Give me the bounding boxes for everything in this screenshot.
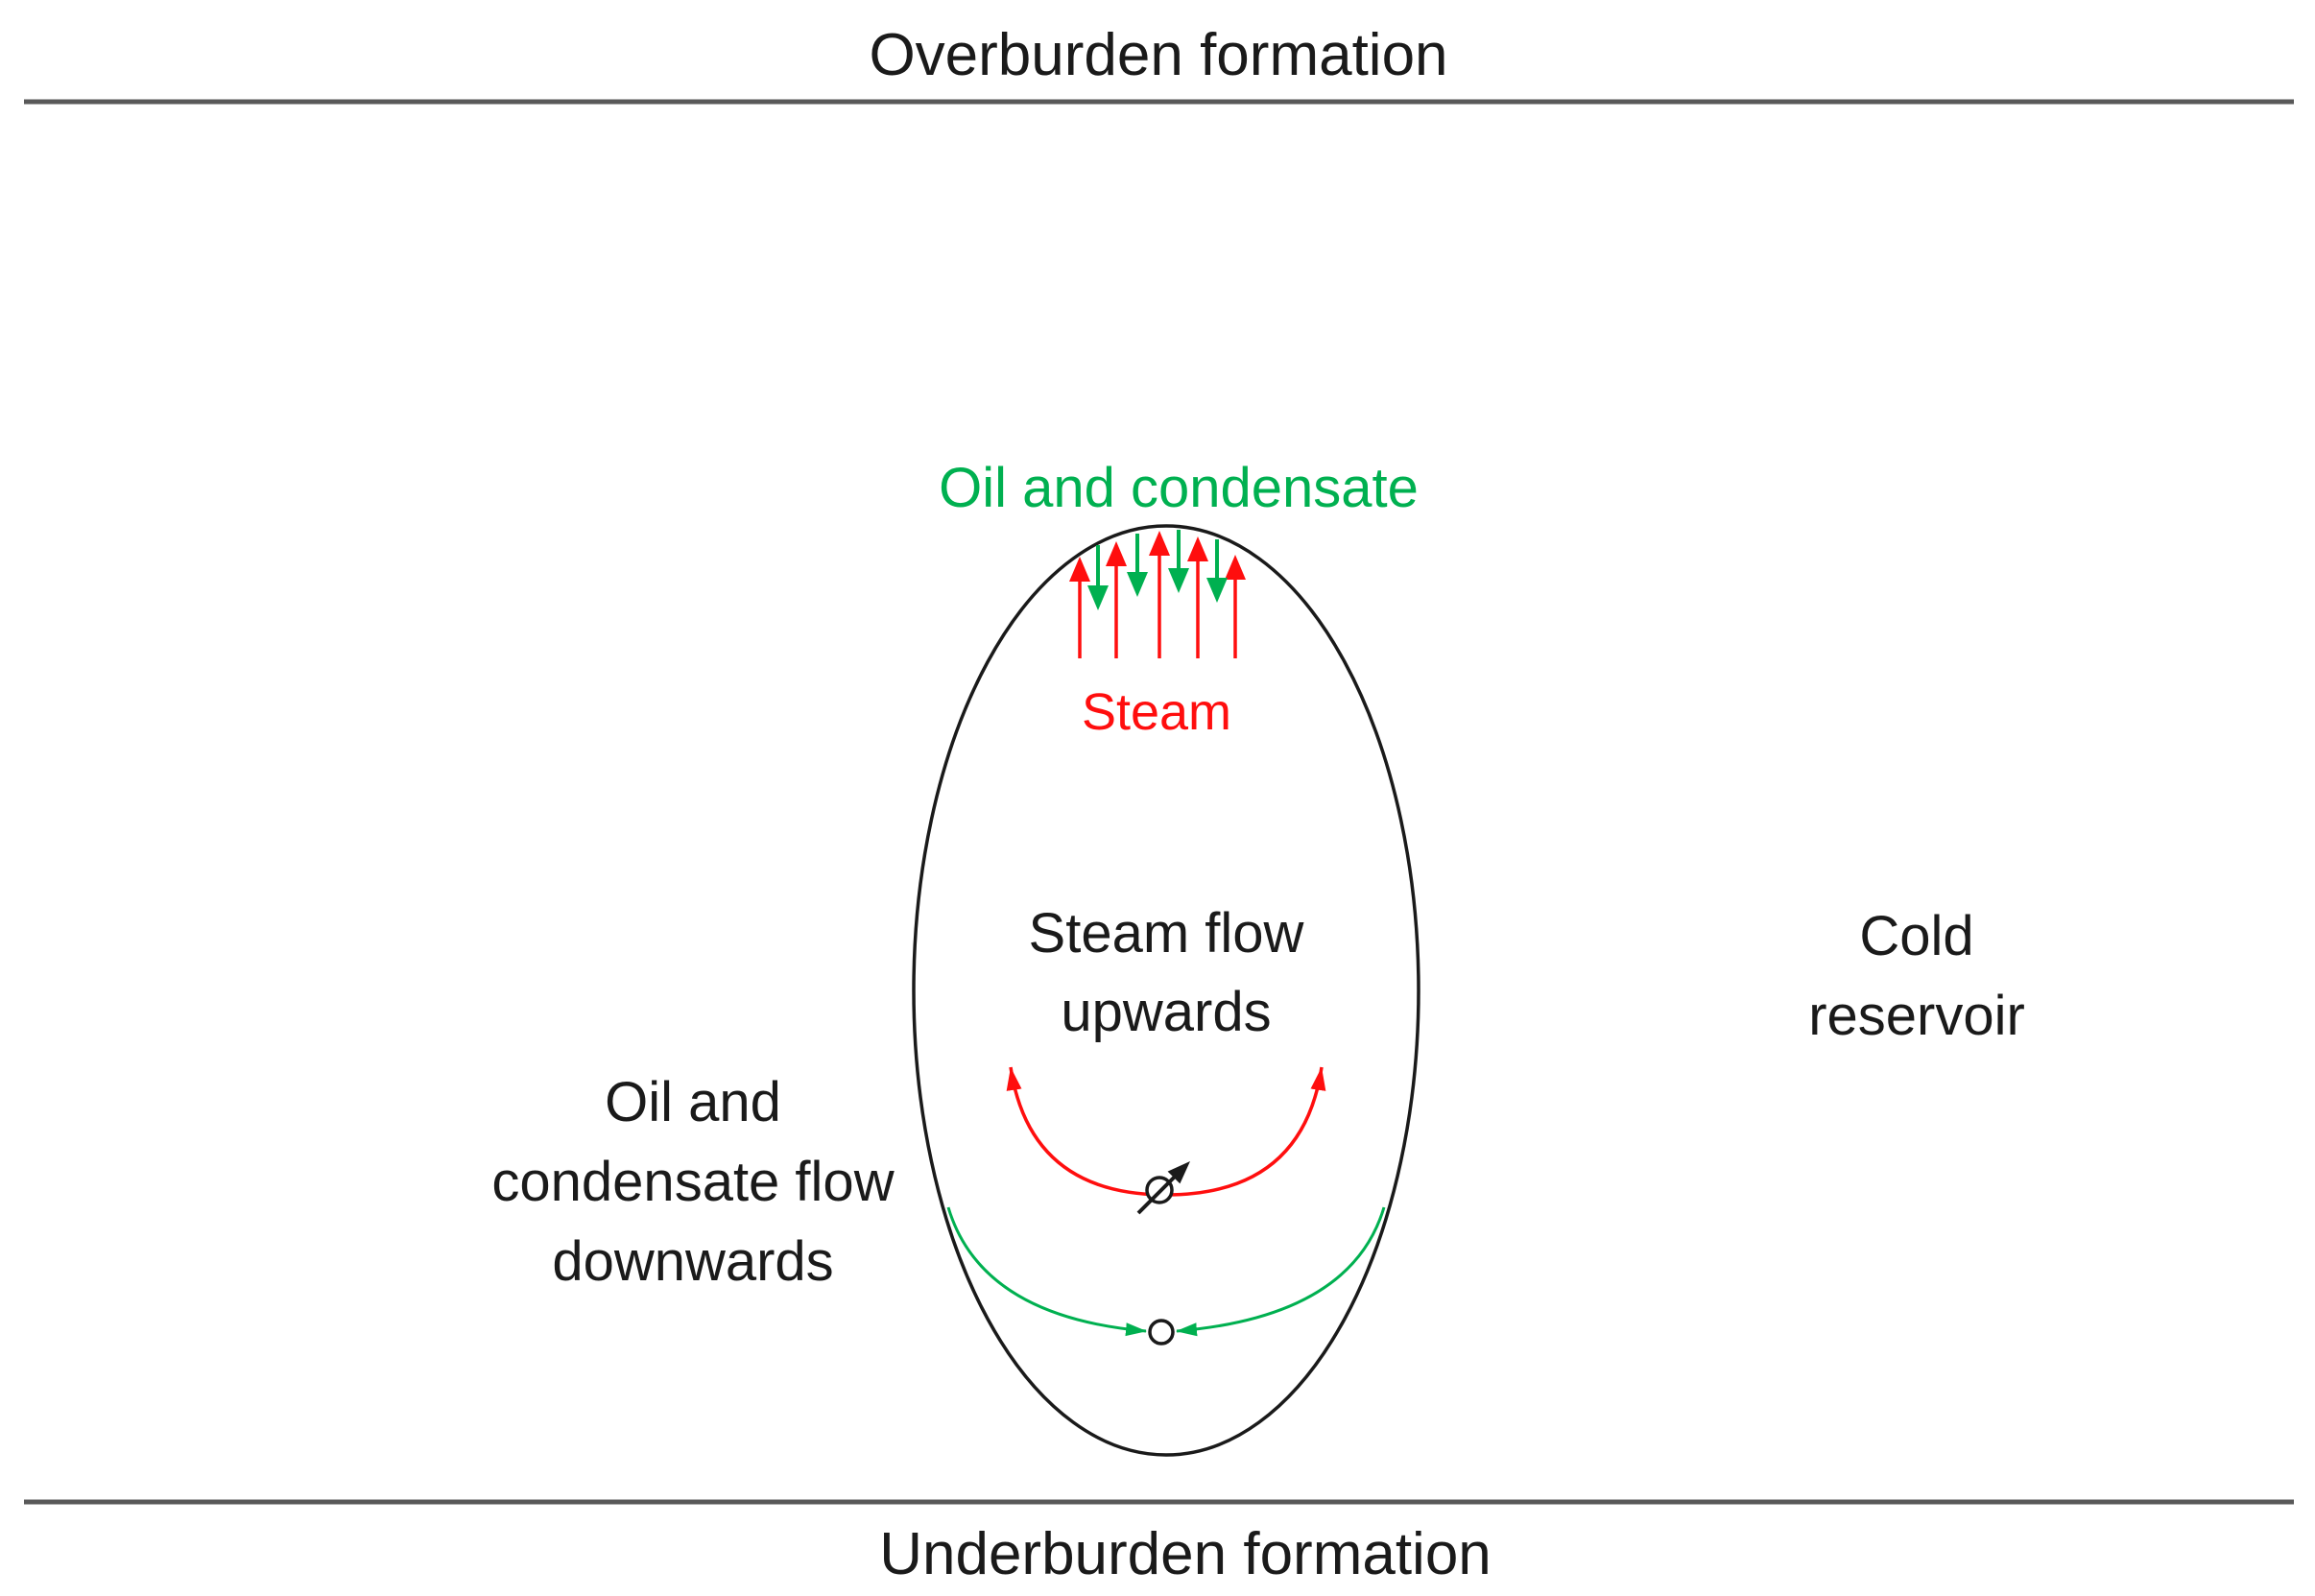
injector-well-icon xyxy=(1136,1161,1190,1215)
steam-label: Steam xyxy=(1082,683,1231,741)
oil-flow-label-line2: condensate flow xyxy=(491,1151,895,1213)
steam-up-arrows-icon xyxy=(1069,531,1246,658)
oil-condensate-flow-label: Oil and condensate flow downwards xyxy=(491,1071,895,1293)
cold-reservoir-label-line1: Cold xyxy=(1859,905,1973,967)
condensate-drainage-arc-icon xyxy=(946,1206,1386,1337)
steam-flow-label-line1: Steam flow xyxy=(1029,902,1305,965)
oil-and-condensate-label: Oil and condensate xyxy=(939,457,1419,519)
producer-well-icon xyxy=(1148,1319,1175,1346)
cold-reservoir-label-line2: reservoir xyxy=(1808,985,2025,1047)
condensate-down-arrows-icon xyxy=(1087,530,1228,610)
cold-reservoir-label: Cold reservoir xyxy=(1808,905,2025,1047)
oil-flow-label-line3: downwards xyxy=(552,1230,833,1293)
steam-flow-label-line2: upwards xyxy=(1061,981,1271,1043)
overburden-label: Overburden formation xyxy=(869,22,1447,88)
underburden-label: Underburden formation xyxy=(879,1521,1492,1587)
steam-chamber-ellipse xyxy=(912,524,1420,1457)
steam-circulation-arc-icon xyxy=(1006,1066,1326,1197)
oil-flow-label-line1: Oil and xyxy=(605,1071,781,1133)
